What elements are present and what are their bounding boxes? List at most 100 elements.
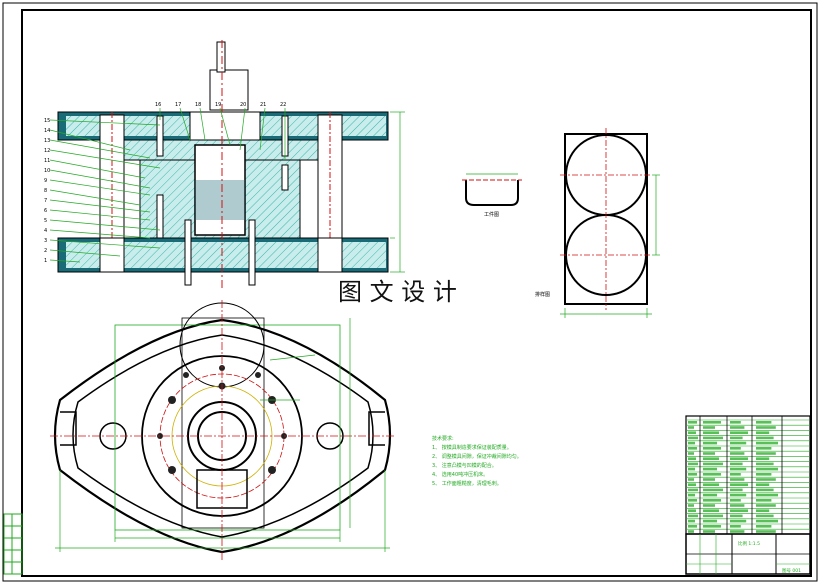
technical-requirements: 技术要求: 1、 按模具制造要求保证装配质量。 2、 调整模具间隙，保证冲裁间隙… (432, 435, 522, 487)
parts-list-cell-text (703, 421, 721, 424)
parts-list-cell-text (756, 488, 774, 492)
parts-list-cell-text (730, 530, 745, 533)
parts-list-cell-text (703, 525, 721, 528)
strip (564, 133, 648, 305)
assembly-section-view: 15 14 13 12 11 10 9 8 7 6 5 4 3 2 1 16 1… (44, 40, 405, 290)
parts-list-cell-text (703, 493, 717, 497)
parts-list-cell-text (688, 525, 697, 528)
parts-list-cell-text (730, 457, 748, 460)
parts-list-table (685, 415, 811, 535)
die-shank (209, 69, 249, 111)
parts-list-cell-text (730, 499, 741, 502)
parts-list-cell-text (688, 436, 698, 440)
svg-text:18: 18 (195, 102, 201, 108)
parts-list-cell-text (688, 530, 694, 533)
parts-list-cell-text (730, 504, 745, 507)
workpiece-view: 工件图 (462, 173, 522, 218)
requirement-item: 1、 按模具制造要求保证装配质量。 (432, 444, 512, 451)
part-number-labels-left: 15 14 13 12 11 10 9 8 7 6 5 4 3 2 1 (44, 118, 50, 264)
svg-text:12: 12 (44, 148, 50, 154)
svg-text:10: 10 (44, 168, 50, 174)
parts-list-cell-text (703, 483, 719, 486)
parts-list-cell-text (688, 467, 695, 471)
parts-list-cell-text (730, 509, 748, 512)
parts-list-cell-text (756, 421, 772, 424)
strip-layout-view: 排样图 (535, 128, 660, 318)
svg-text:13: 13 (44, 138, 50, 144)
svg-text:3: 3 (44, 238, 47, 244)
svg-text:17: 17 (175, 102, 181, 108)
parts-list-cell-text (756, 431, 770, 434)
parts-list-cell-text (730, 478, 745, 481)
parts-list-cell-text (756, 462, 774, 466)
parts-list-cell-text (730, 462, 743, 466)
parts-list-cell-text (756, 493, 778, 497)
parts-list-cell-text (703, 431, 719, 434)
parts-list-cell-text (756, 504, 776, 507)
svg-text:11: 11 (44, 158, 50, 164)
svg-text:8: 8 (44, 188, 47, 194)
parts-list-cell-text (688, 509, 696, 512)
svg-text:15: 15 (44, 118, 50, 124)
parts-list-cell-text (730, 483, 748, 486)
parts-list-cell-text (703, 488, 723, 492)
parts-list-cell-text (756, 452, 776, 455)
parts-list-cell-text (756, 447, 772, 450)
parts-list-cell-text (756, 457, 770, 460)
parts-list-cell-text (756, 478, 776, 481)
svg-text:7: 7 (44, 198, 47, 204)
parts-list-cell-text (703, 436, 723, 440)
parts-list-cell-text (703, 514, 723, 518)
parts-list-cell-text (703, 473, 721, 476)
parts-list-cell-text (703, 519, 717, 523)
requirement-item: 2、 调整模具间隙，保证冲裁间隙均匀。 (432, 453, 522, 460)
parts-list-cell-text (688, 447, 697, 450)
part-number-labels-top: 16 17 18 19 20 21 22 (155, 102, 286, 108)
parts-list-cell-text (703, 509, 719, 512)
parts-list-cell-text (688, 499, 697, 502)
parts-list-cell-text (756, 525, 772, 528)
parts-list-cell-text (703, 441, 717, 445)
parts-list-cell-text (730, 488, 743, 492)
parts-list-cell-text (688, 493, 695, 497)
parts-list-cell-text (688, 441, 695, 445)
parts-list-cell-text (730, 514, 743, 518)
parts-list-cell-text (688, 426, 694, 429)
workpiece-label: 工件图 (484, 211, 499, 218)
parts-list-cell-text (688, 462, 698, 466)
requirements-title: 技术要求: (432, 435, 454, 442)
parts-list-cell-text (730, 447, 741, 450)
parts-list-cell-text (703, 478, 715, 481)
watermark: 图 文 设 计 (338, 278, 457, 306)
svg-text:19: 19 (215, 102, 221, 108)
svg-text:2: 2 (44, 248, 47, 254)
parts-list-cell-text (703, 467, 717, 471)
inner-border (21, 9, 812, 577)
parts-list-cell-text (756, 499, 772, 502)
parts-list-cell-text (756, 441, 778, 445)
parts-list-cell-text (756, 473, 772, 476)
parts-list-cell-text (688, 457, 696, 460)
parts-list-cell-text (730, 426, 745, 429)
svg-text:16: 16 (155, 102, 161, 108)
svg-text:6: 6 (44, 208, 47, 214)
parts-list-cell-text (703, 499, 721, 502)
parts-list-cell-text (730, 525, 741, 528)
parts-list-cell-text (688, 452, 694, 455)
punch (194, 144, 246, 236)
svg-text:9: 9 (44, 178, 47, 184)
parts-list-cell-text (703, 530, 715, 533)
parts-list-cell-text (688, 478, 694, 481)
svg-text:14: 14 (44, 128, 50, 134)
parts-list-cell-text (688, 483, 696, 486)
parts-list-cell-text (703, 504, 715, 507)
parts-list-cell-text (756, 436, 774, 440)
parts-list-cell-text (756, 483, 770, 486)
layout-label: 排样图 (535, 291, 550, 298)
requirement-item: 5、 工作面粗糙度，清理毛刺。 (432, 480, 502, 487)
parts-list-cell-text (688, 421, 697, 424)
drawing-number: 图号 001 (782, 568, 801, 574)
parts-list-cell-text (703, 447, 721, 450)
parts-list-cell-text (688, 488, 698, 492)
parts-list-cell-text (730, 519, 747, 523)
